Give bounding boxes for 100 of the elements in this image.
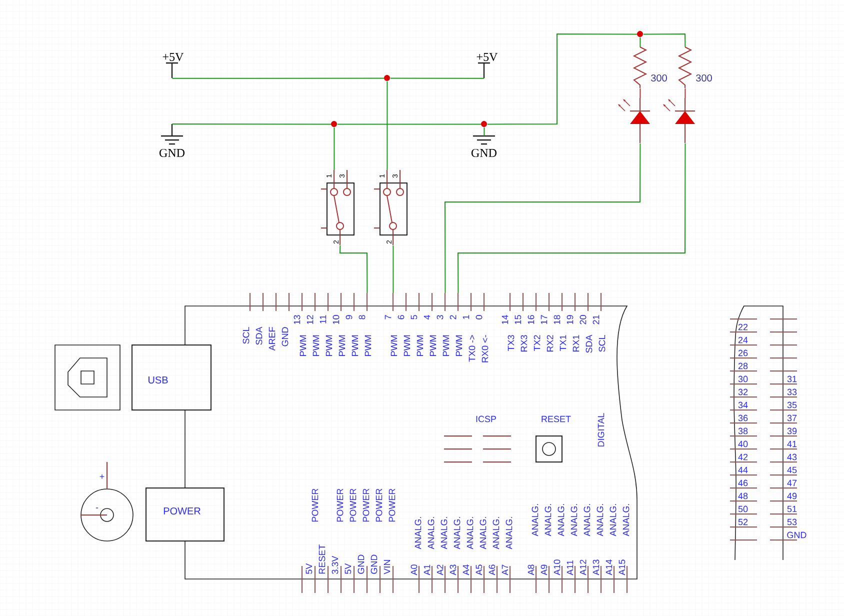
wire bbox=[640, 88, 641, 98]
pin-label: ANALG. bbox=[454, 517, 460, 550]
pin-number: 32 bbox=[738, 388, 748, 396]
pin-label: A3 bbox=[450, 564, 456, 576]
pin-number: 47 bbox=[787, 480, 797, 486]
pin-label: A0 bbox=[410, 564, 418, 576]
pin-label: A7 bbox=[502, 564, 508, 576]
pin-number: 35 bbox=[787, 402, 797, 408]
pin-label: 5 bbox=[410, 315, 418, 320]
pin-label: 10 bbox=[332, 315, 340, 324]
pin-label: AREF bbox=[268, 327, 276, 351]
pin-label: POWER bbox=[336, 488, 344, 522]
pin-number: 52 bbox=[738, 518, 748, 526]
pin-label: POWER bbox=[312, 488, 318, 522]
block-box: POWER bbox=[146, 487, 224, 542]
pin-number: 34 bbox=[738, 402, 748, 408]
pin-label: POWER bbox=[388, 488, 396, 522]
pin-label: 12 bbox=[306, 315, 314, 324]
pin-label: GND bbox=[787, 532, 806, 538]
pin-label: 17 bbox=[540, 315, 548, 324]
pin-label: PWM bbox=[326, 335, 332, 356]
pin-label: TX3 bbox=[508, 335, 514, 351]
pin-label: GND bbox=[282, 327, 288, 346]
pin-label: 14 bbox=[502, 314, 508, 324]
pin-label: 19 bbox=[566, 315, 574, 324]
pin-label: A6 bbox=[488, 564, 496, 576]
pin-number: 42 bbox=[738, 454, 748, 460]
pin-label: RX3 bbox=[520, 335, 528, 352]
pin-label: ANALG. bbox=[466, 517, 474, 550]
pin-number: 28 bbox=[738, 362, 748, 370]
header-pin: 7 PWM bbox=[384, 292, 398, 356]
wire bbox=[484, 126, 485, 136]
wire bbox=[642, 34, 686, 48]
board-label: ICSP bbox=[476, 416, 496, 422]
pin-label: ANALG. bbox=[622, 504, 630, 536]
board-label: RESET bbox=[542, 416, 571, 422]
pin-label: 18 bbox=[554, 315, 560, 324]
header-pin: 8 PWM bbox=[358, 292, 372, 356]
wire bbox=[392, 244, 394, 294]
header-pin: 2 PWM bbox=[450, 292, 462, 356]
pin-label: ANALG. bbox=[440, 517, 448, 550]
pin-label: A2 bbox=[436, 564, 444, 576]
pin-label: A8 bbox=[528, 564, 534, 576]
pin-label: SDA bbox=[586, 334, 592, 353]
pin-number: 38 bbox=[738, 428, 748, 434]
wire bbox=[172, 124, 332, 125]
pin-label: ANALG. bbox=[428, 517, 434, 550]
pin-label: A13 bbox=[592, 560, 600, 576]
pin-label: PWM bbox=[430, 335, 436, 356]
pin-label: 5V bbox=[344, 563, 352, 574]
pin-label: TX0 -> bbox=[468, 335, 476, 362]
pin-label: A11 bbox=[566, 560, 574, 576]
pin-label: ANALG. bbox=[610, 504, 616, 536]
pin-label: RX2 bbox=[546, 335, 554, 352]
pin-number: 26 bbox=[738, 350, 748, 356]
pin-label: A12 bbox=[580, 560, 586, 576]
wire bbox=[336, 124, 482, 125]
pin-number: 41 bbox=[787, 440, 797, 448]
pin-label: 0 bbox=[476, 315, 482, 320]
pin-label: RX0 <- bbox=[482, 335, 488, 362]
pin-label: PWM bbox=[300, 335, 306, 356]
pin-label: A10 bbox=[554, 560, 560, 576]
pin-label: PWM bbox=[404, 335, 410, 356]
pin-label: GND bbox=[358, 554, 364, 574]
pin-label: A9 bbox=[540, 564, 548, 576]
pin-label: ANALG. bbox=[558, 504, 564, 536]
pin-number: 45 bbox=[787, 466, 797, 474]
pin-label: ANALG. bbox=[414, 517, 422, 550]
pin-number: 49 bbox=[787, 492, 797, 500]
pin-label: ANALG. bbox=[480, 517, 486, 550]
wire bbox=[640, 36, 641, 48]
pin-number: 39 bbox=[787, 428, 797, 434]
pin-label: PWM bbox=[416, 335, 424, 356]
wire bbox=[172, 78, 384, 79]
pin-label: ANALG. bbox=[532, 504, 538, 536]
block-box: USB bbox=[132, 344, 212, 410]
led-symbol bbox=[618, 98, 650, 144]
wire bbox=[444, 142, 641, 294]
led-symbol bbox=[663, 98, 696, 144]
pin-label: ANALG. bbox=[506, 517, 512, 550]
pin-label: RX1 bbox=[572, 335, 580, 352]
wire bbox=[334, 126, 335, 170]
pin-label: 15 bbox=[514, 315, 522, 324]
pin-number: 24 bbox=[738, 336, 748, 344]
pin-label: PWM bbox=[352, 335, 358, 356]
pin-number: 53 bbox=[787, 518, 797, 526]
wire bbox=[340, 244, 368, 294]
pin-label: TX2 bbox=[534, 335, 540, 351]
pin-number: 48 bbox=[738, 492, 748, 500]
pin-number: 22 bbox=[738, 324, 748, 330]
wire bbox=[390, 78, 485, 79]
pin-label: ANALG. bbox=[596, 504, 604, 536]
pin-label: A1 bbox=[424, 564, 430, 576]
board-label: DIGITAL bbox=[598, 413, 604, 446]
polarity-sign: + bbox=[100, 474, 104, 479]
pin-label: 21 bbox=[592, 315, 600, 324]
pin-label: 13 bbox=[294, 315, 300, 324]
pin-label: ANALG. bbox=[544, 504, 552, 536]
pin-label: 1 bbox=[462, 315, 470, 319]
pin-label: 6 bbox=[398, 315, 404, 320]
